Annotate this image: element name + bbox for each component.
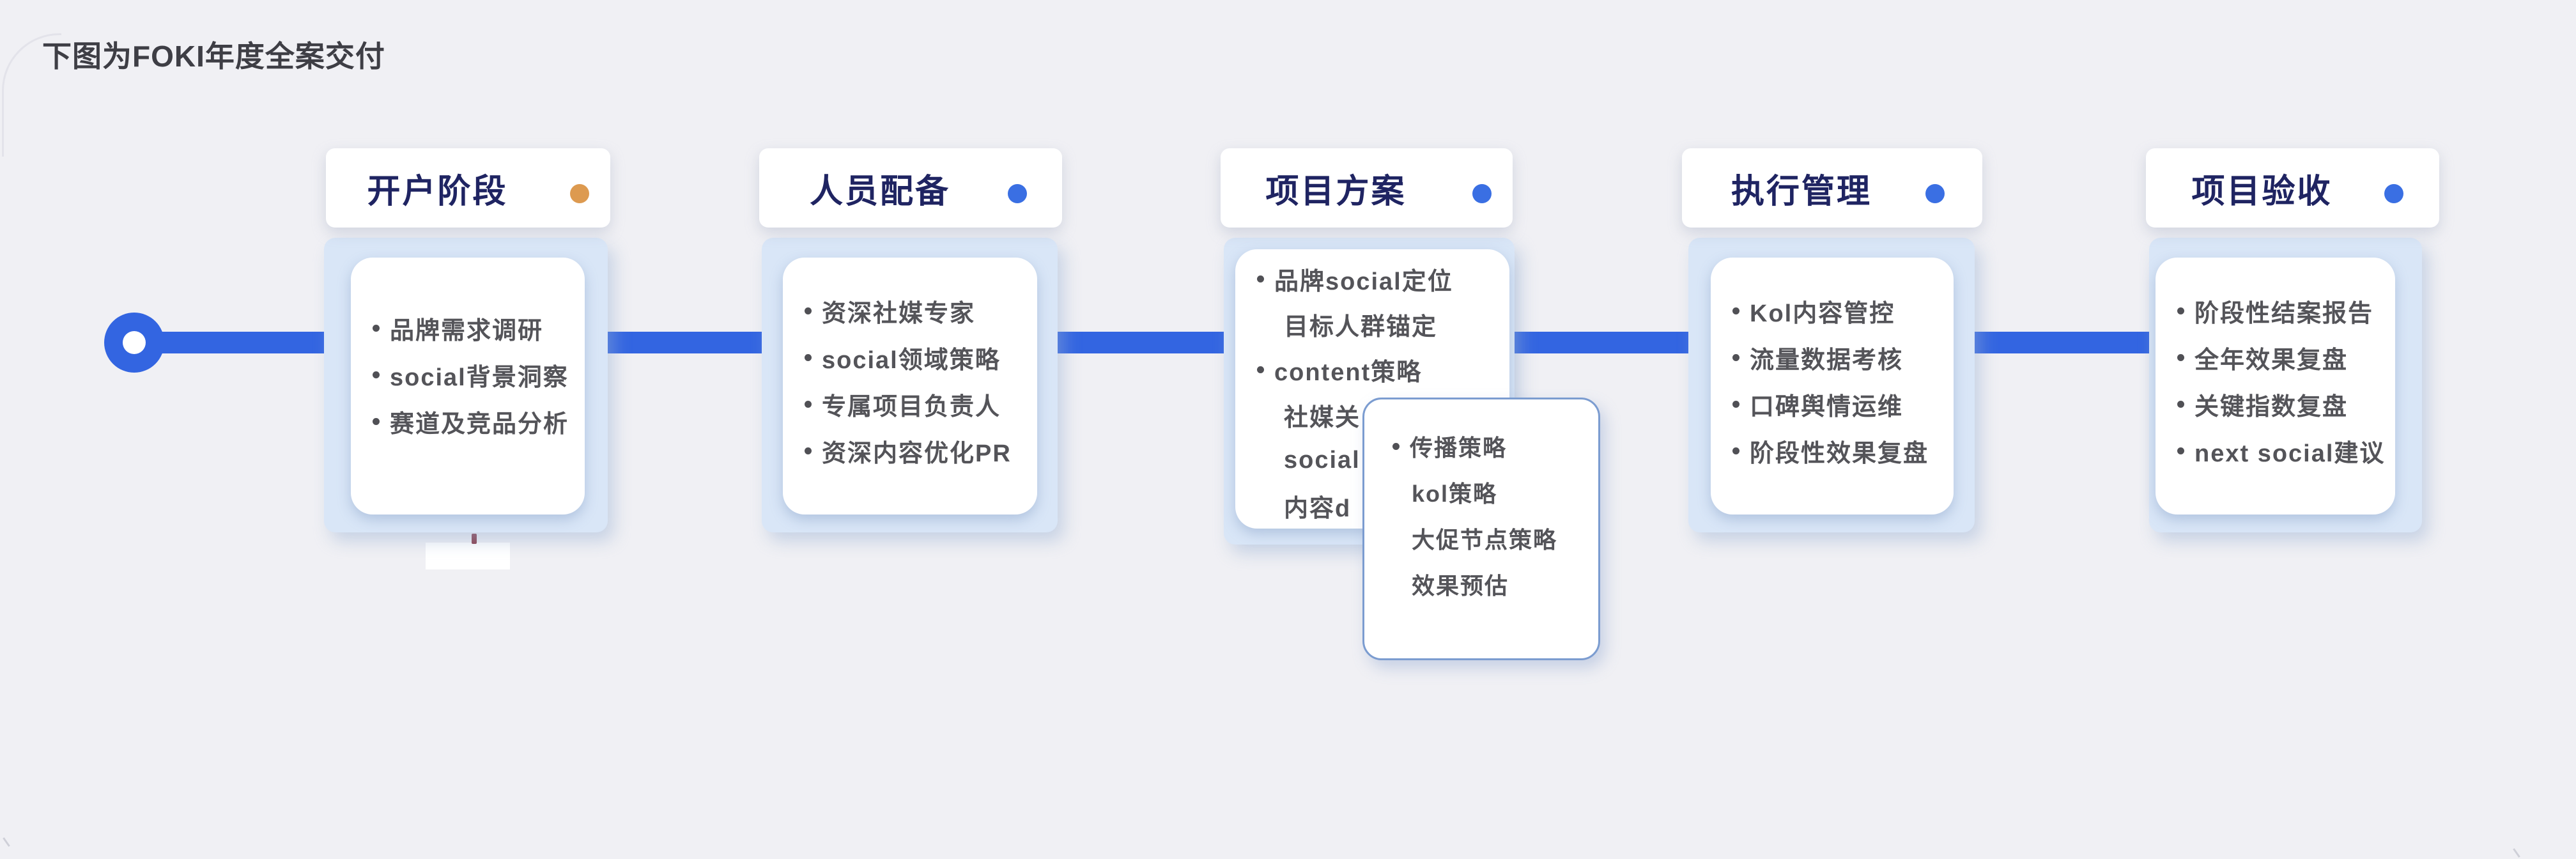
list-item: 内容d: [1257, 483, 1503, 529]
item-text: 资深社媒专家: [822, 300, 976, 327]
list-item: kol策略: [1392, 469, 1592, 515]
stage-item-list: 阶段性结案报告全年效果复盘关键指数复盘 next social建议: [2156, 288, 2395, 474]
stage-item-list: Kol内容管控流量数据考核口碑舆情运维阶段性效果复盘: [1711, 288, 1954, 474]
bullet-dot: [373, 371, 380, 378]
stage-status-dot: [2384, 184, 2403, 203]
item-text: 赛道及竞品分析: [390, 411, 569, 438]
bullet-dot: [373, 418, 380, 425]
bullet-dot: [1732, 307, 1739, 314]
list-item: next social建议: [2177, 428, 2389, 474]
red-tick-mark: [472, 534, 477, 544]
item-text: next social建议: [2194, 440, 2386, 467]
stage-header[interactable]: 项目方案: [1221, 148, 1513, 228]
bullet-dot: [2177, 307, 2184, 314]
stage-item-list: 品牌social定位目标人群锚定 content策略社媒关 social 内容d: [1235, 256, 1509, 529]
item-text: social领域策略: [822, 347, 1001, 374]
list-item: 大促节点策略: [1392, 515, 1592, 561]
list-item: 关键指数复盘: [2177, 381, 2389, 428]
item-text: kol策略: [1412, 481, 1498, 507]
stage-title: 开户阶段: [367, 173, 508, 210]
list-item: social背景洞察: [373, 352, 578, 398]
item-text: 阶段性效果复盘: [1750, 440, 1929, 467]
list-item: 资深社媒专家: [805, 288, 1031, 334]
item-text: social: [1284, 447, 1361, 474]
item-text: 关键指数复盘: [2194, 394, 2348, 421]
list-item: 资深内容优化PR: [805, 428, 1031, 474]
item-text: 大促节点策略: [1412, 527, 1558, 553]
stage-item-card: Kol内容管控流量数据考核口碑舆情运维阶段性效果复盘: [1711, 258, 1954, 515]
white-patch: [426, 543, 510, 569]
list-item: 阶段性结案报告: [2177, 288, 2389, 334]
bullet-dot: [1257, 275, 1264, 282]
item-text: 效果预估: [1412, 573, 1509, 599]
stage-header[interactable]: 执行管理: [1682, 148, 1982, 228]
list-item: content策略: [1257, 347, 1503, 392]
item-text: 品牌social定位: [1274, 268, 1453, 295]
stage-status-dot: [570, 184, 589, 203]
item-text: 全年效果复盘: [2194, 347, 2348, 374]
list-item: 效果预估: [1392, 561, 1592, 607]
stage-item-card: 资深社媒专家 social领域策略专属项目负责人资深内容优化PR: [783, 258, 1037, 515]
item-text: 传播策略: [1410, 435, 1508, 461]
stage-item-card: 阶段性结案报告全年效果复盘关键指数复盘 next social建议: [2156, 258, 2395, 515]
list-item: 专属项目负责人: [805, 381, 1031, 428]
stage-item-list: 资深社媒专家 social领域策略专属项目负责人资深内容优化PR: [783, 288, 1037, 474]
item-text: 社媒关: [1284, 405, 1361, 431]
stage-status-dot: [1472, 184, 1492, 203]
stage-title: 执行管理: [1731, 173, 1872, 210]
bullet-dot: [373, 325, 380, 332]
item-text: 品牌需求调研: [390, 318, 544, 344]
bullet-dot: [2177, 354, 2184, 361]
list-item: 传播策略: [1392, 423, 1592, 469]
timeline-start-node[interactable]: [104, 313, 164, 373]
list-item: 口碑舆情运维: [1732, 381, 1947, 428]
list-item: social: [1257, 438, 1503, 483]
bullet-dot: [1257, 366, 1264, 373]
stage-header[interactable]: 开户阶段: [326, 148, 610, 228]
page-title: 下图为FOKI年度全案交付: [42, 40, 385, 73]
bullet-dot: [1392, 442, 1400, 450]
list-item: social领域策略: [805, 334, 1031, 381]
bullet-dot: [805, 401, 812, 408]
item-text: 目标人群锚定: [1284, 314, 1438, 341]
item-text: 资深内容优化PR: [822, 440, 1012, 467]
item-text: 口碑舆情运维: [1750, 394, 1904, 421]
bullet-dot: [1732, 447, 1739, 454]
bullet-dot: [1732, 354, 1739, 361]
bullet-dot: [805, 354, 812, 361]
item-text: 流量数据考核: [1750, 347, 1904, 374]
item-text: Kol内容管控: [1750, 300, 1895, 327]
list-item: 品牌需求调研: [373, 305, 578, 352]
list-item: Kol内容管控: [1732, 288, 1947, 334]
item-text: content策略: [1274, 359, 1423, 386]
stage-status-dot: [1008, 184, 1027, 203]
bullet-dot: [1732, 401, 1739, 408]
item-text: 专属项目负责人: [822, 394, 1001, 421]
bullet-dot: [2177, 401, 2184, 408]
stage-status-dot: [1925, 184, 1945, 203]
list-item: 品牌social定位: [1257, 256, 1503, 302]
list-item: 赛道及竞品分析: [373, 398, 578, 445]
list-item: 全年效果复盘: [2177, 334, 2389, 381]
popup-item-list: 传播策略 kol策略大促节点策略效果预估: [1364, 423, 1598, 607]
stage-item-list: 品牌需求调研 social背景洞察赛道及竞品分析: [351, 305, 585, 445]
bullet-dot: [805, 447, 812, 454]
stage-title: 项目验收: [2191, 173, 2333, 210]
item-text: 阶段性结案报告: [2194, 300, 2374, 327]
bullet-dot: [805, 307, 812, 314]
list-item: 阶段性效果复盘: [1732, 428, 1947, 474]
stage-title: 人员配备: [809, 173, 950, 210]
bullet-dot: [2177, 447, 2184, 454]
strategy-popup-card[interactable]: 传播策略 kol策略大促节点策略效果预估: [1362, 398, 1600, 660]
item-text: 内容d: [1284, 495, 1352, 522]
list-item: 社媒关: [1257, 392, 1503, 438]
list-item: 流量数据考核: [1732, 334, 1947, 381]
list-item: 目标人群锚定: [1257, 302, 1503, 347]
stage-title: 项目方案: [1265, 173, 1407, 210]
stage-item-card: 品牌需求调研 social背景洞察赛道及竞品分析: [351, 258, 585, 515]
item-text: social背景洞察: [390, 364, 569, 391]
